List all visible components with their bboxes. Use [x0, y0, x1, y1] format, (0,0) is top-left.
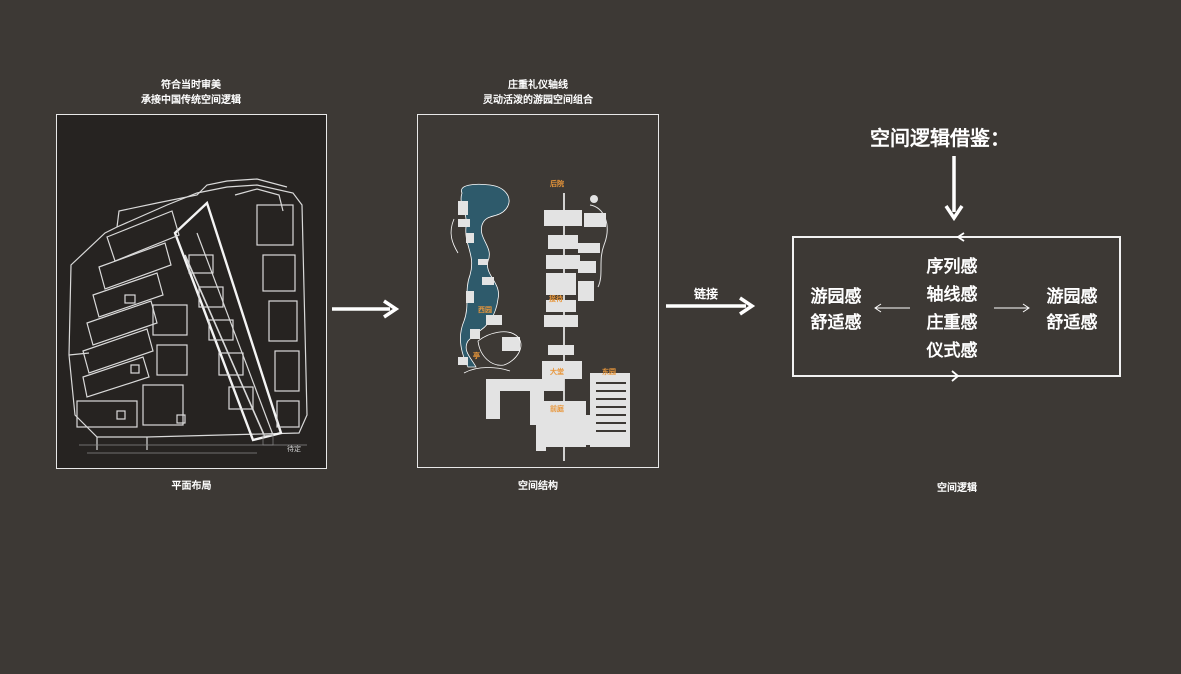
logic-center-line1: 序列感	[926, 257, 978, 277]
logic-left-line1: 游园感	[810, 287, 862, 307]
label-jiedai: 接待	[549, 294, 563, 303]
panel2-caption-line2: 灵动活泼的游园空间组合	[483, 95, 593, 106]
floor-plan-drawing: 待定	[68, 178, 308, 454]
label-xiyuan: 西园	[478, 305, 492, 314]
label-dating: 大堂	[550, 367, 564, 376]
label-ting: 亭	[473, 351, 480, 360]
panel1-caption-line1: 符合当时审美	[161, 80, 221, 91]
logic-center-line4: 仪式感	[926, 341, 978, 361]
link-arrow-icon	[666, 296, 756, 316]
logic-right-line1: 游园感	[1046, 287, 1098, 307]
logic-left-text: 游园感 舒适感	[800, 284, 872, 336]
logic-left-line2: 舒适感	[810, 313, 862, 333]
floor-plan-note: 待定	[287, 444, 301, 453]
panel2-caption-line1: 庄重礼仪轴线	[508, 80, 568, 91]
label-dongyuan: 东园	[602, 367, 616, 376]
right-arrow-icon	[994, 303, 1030, 313]
logic-center-line3: 庄重感	[926, 313, 978, 333]
logic-center-text: 序列感 轴线感 庄重感 仪式感	[916, 253, 988, 365]
down-arrow-icon	[944, 156, 964, 222]
panel1-footer: 平面布局	[171, 481, 212, 492]
floor-plan-panel: 待定	[56, 114, 327, 469]
left-arrow-icon	[874, 303, 910, 313]
arrow-right-icon	[332, 299, 400, 319]
panel2-caption: 庄重礼仪轴线 灵动活泼的游园空间组合	[417, 78, 659, 108]
link-label: 链接	[694, 287, 719, 301]
structure-panel: 后院 接待 西园 大堂 东园 前庭 亭	[417, 114, 659, 468]
panel1-caption-line2: 承接中国传统空间逻辑	[141, 95, 241, 106]
panel2-footer: 空间结构	[518, 481, 558, 492]
logic-right-text: 游园感 舒适感	[1036, 284, 1108, 336]
logic-loop-arrows	[951, 232, 965, 382]
logic-heading: 空间逻辑借鉴：	[870, 126, 1010, 150]
logic-right-line2: 舒适感	[1046, 313, 1098, 333]
logic-footer: 空间逻辑	[937, 483, 977, 494]
structure-diagram: 后院 接待 西园 大堂 东园 前庭 亭	[450, 179, 630, 461]
logic-center-line2: 轴线感	[926, 285, 978, 305]
panel1-caption: 符合当时审美 承接中国传统空间逻辑	[56, 78, 326, 108]
label-qianting: 前庭	[550, 404, 565, 413]
label-houyuan: 后院	[550, 179, 564, 188]
